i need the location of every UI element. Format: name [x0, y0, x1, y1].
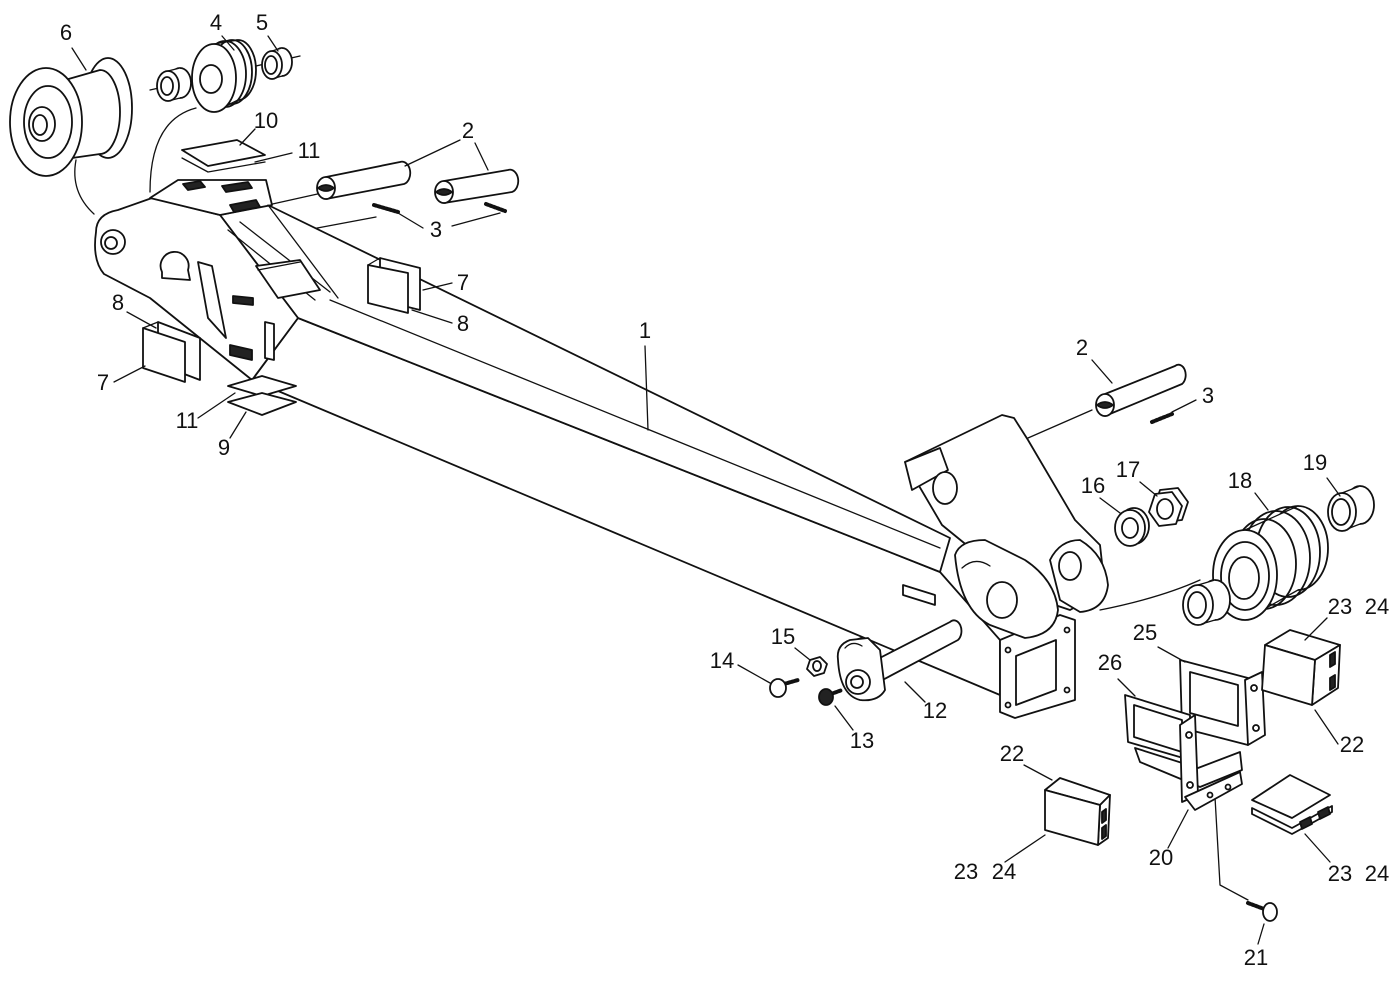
callout-label: 2 [1076, 335, 1088, 360]
frame-part-25 [1179, 659, 1266, 746]
bracket-part-20 [1184, 771, 1243, 811]
callout-label: 13 [850, 728, 874, 753]
bushing-left [156, 67, 192, 102]
callout-label: 10 [254, 108, 278, 133]
callout-label: 3 [1202, 383, 1214, 408]
callout-label: 24 [1365, 861, 1389, 886]
pad-part-22-23-24-bottom-right [1251, 774, 1333, 835]
pad-part-7-8-left [142, 321, 201, 383]
bolt-part-3-right [1150, 412, 1174, 424]
callout-label: 11 [176, 408, 199, 433]
leader-lines [71, 35, 1341, 945]
callout-labels: 6 4 5 10 11 2 3 7 8 8 7 11 9 1 2 3 16 17… [60, 10, 1389, 970]
nut-part-17 [1148, 487, 1189, 527]
callout-label: 8 [457, 311, 469, 336]
callout-label: 7 [97, 370, 109, 395]
callout-label: 14 [710, 648, 734, 673]
callout-label: 17 [1116, 457, 1140, 482]
callout-label: 6 [60, 20, 72, 45]
bolt-part-3-top [372, 202, 507, 214]
beam-truss-window [255, 259, 321, 299]
beam-side-face [251, 317, 1001, 696]
plate-part-10 [181, 139, 266, 173]
washer-part-16 [1114, 507, 1150, 547]
pin-part-2-b [434, 168, 520, 204]
callout-label: 15 [771, 624, 795, 649]
bolt-part-14 [769, 678, 800, 698]
frame-part-26 [1124, 694, 1243, 803]
pad-part-22-23-24-left [1044, 777, 1111, 846]
callout-label: 25 [1133, 620, 1157, 645]
callout-label: 22 [1000, 741, 1024, 766]
callout-label: 23 [1328, 594, 1352, 619]
callout-label: 1 [639, 318, 651, 343]
callout-label: 3 [430, 217, 442, 242]
callout-label: 8 [112, 290, 124, 315]
pin-part-2-right [1095, 363, 1187, 417]
beam-left-end-plate [94, 197, 299, 381]
pad-part-7-8-right [367, 257, 421, 314]
callout-label: 11 [298, 138, 321, 163]
callout-label: 24 [992, 859, 1016, 884]
callout-label: 24 [1365, 594, 1389, 619]
pad-part-22-23-24-top-right [1261, 629, 1341, 706]
callout-label: 21 [1244, 945, 1268, 970]
callout-label: 16 [1081, 473, 1105, 498]
callout-label: 18 [1228, 468, 1252, 493]
beam-bracket-hole [932, 471, 958, 505]
callout-label: 5 [256, 10, 268, 35]
callout-label: 23 [954, 859, 978, 884]
callout-label: 9 [218, 435, 230, 460]
idler-wheel-part-6 [9, 57, 133, 177]
pin-part-2-a [316, 160, 412, 200]
callout-label: 12 [923, 698, 947, 723]
bushing-lower [1182, 579, 1231, 626]
beam-pipe-cutout [159, 251, 191, 281]
bushing-part-5 [261, 47, 293, 80]
pin-part-12 [836, 619, 963, 702]
roller-part-4 [191, 39, 257, 113]
bushing-part-19 [1327, 485, 1375, 532]
callout-label: 26 [1098, 650, 1122, 675]
callout-label: 2 [462, 118, 474, 143]
beam-id-plate [902, 584, 936, 606]
callout-label: 7 [457, 270, 469, 295]
plate-part-11-9 [227, 375, 297, 416]
callout-label: 4 [210, 10, 222, 35]
beam-gusset [197, 261, 227, 339]
bolt-part-21 [1246, 901, 1278, 922]
callout-label: 23 [1328, 861, 1352, 886]
nut-part-15 [806, 656, 828, 677]
callout-label: 20 [1149, 845, 1173, 870]
bolt-part-13 [818, 688, 844, 706]
callout-label: 22 [1340, 732, 1364, 757]
callout-label: 19 [1303, 450, 1327, 475]
